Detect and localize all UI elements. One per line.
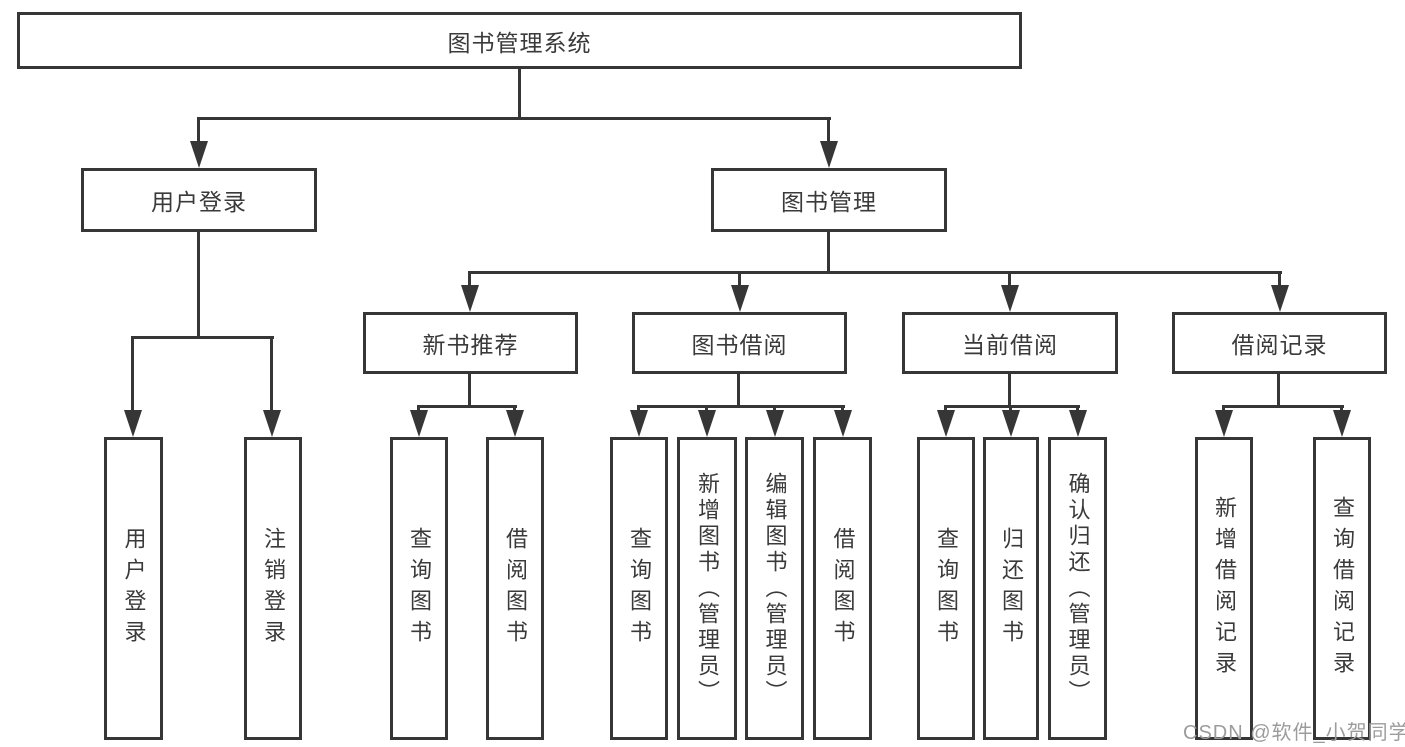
leaf-query-books-borrow-label: 查询图书 — [627, 526, 652, 651]
node-borrow-records-label: 借阅记录 — [1231, 332, 1328, 358]
connector-line — [197, 117, 200, 143]
node-borrow-records: 借阅记录 — [1172, 312, 1387, 374]
leaf-user-login: 用户登录 — [104, 437, 163, 740]
arrowhead-down-icon — [1215, 410, 1233, 437]
connector-line — [468, 271, 471, 287]
arrowhead-down-icon — [766, 410, 784, 437]
leaf-add-borrow-record-label: 新增借阅记录 — [1212, 495, 1237, 682]
leaf-confirm-return-admin: 确认归还（管理员） — [1048, 437, 1107, 740]
leaf-query-borrow-record-label: 查询借阅记录 — [1330, 495, 1355, 682]
arrowhead-down-icon — [461, 285, 479, 312]
leaf-query-books-recommend-label: 查询图书 — [407, 526, 432, 651]
connector-line — [944, 405, 1080, 408]
node-book-management: 图书管理 — [711, 168, 947, 232]
leaf-add-borrow-record: 新增借阅记录 — [1195, 437, 1253, 740]
connector-line — [1222, 405, 1225, 413]
leaf-query-books-current: 查询图书 — [917, 437, 975, 740]
connector-line — [738, 271, 741, 287]
node-library-system-label: 图书管理系统 — [447, 29, 592, 56]
connector-line — [1008, 374, 1011, 408]
arrowhead-down-icon — [937, 410, 955, 437]
connector-line — [197, 232, 200, 338]
connector-line — [705, 405, 708, 413]
connector-line — [1076, 405, 1079, 413]
connector-line — [270, 336, 273, 412]
leaf-borrow-books-recommend-label: 借阅图书 — [503, 526, 528, 651]
leaf-return-books: 归还图书 — [983, 437, 1039, 740]
node-book-management-label: 图书管理 — [781, 189, 877, 215]
connector-line — [417, 405, 420, 413]
leaf-borrow-books-label: 借阅图书 — [830, 526, 856, 651]
leaf-edit-books-admin-label: 编辑图书（管理员） — [762, 471, 788, 706]
node-book-borrow: 图书借阅 — [632, 312, 847, 374]
leaf-borrow-books-recommend: 借阅图书 — [486, 437, 544, 740]
arrowhead-down-icon — [1271, 285, 1289, 312]
arrowhead-down-icon — [506, 410, 524, 437]
connector-line — [468, 271, 1282, 274]
leaf-query-books-current-label: 查询图书 — [934, 526, 959, 651]
connector-line — [513, 405, 516, 413]
leaf-borrow-books: 借阅图书 — [813, 437, 872, 740]
connector-line — [827, 117, 830, 143]
connector-line — [1009, 405, 1012, 413]
arrowhead-down-icon — [124, 410, 142, 437]
connector-line — [1278, 271, 1281, 287]
leaf-logout: 注销登录 — [244, 437, 302, 740]
arrowhead-down-icon — [834, 410, 852, 437]
arrowhead-down-icon — [410, 410, 428, 437]
connector-line — [1222, 405, 1344, 408]
leaf-confirm-return-admin-label: 确认归还（管理员） — [1065, 471, 1091, 706]
arrowhead-down-icon — [1333, 410, 1351, 437]
node-new-book-recommend: 新书推荐 — [363, 312, 578, 374]
arrowhead-down-icon — [190, 141, 208, 168]
leaf-logout-label: 注销登录 — [261, 526, 286, 651]
arrowhead-down-icon — [820, 141, 838, 168]
connector-line — [468, 374, 471, 408]
connector-line — [131, 336, 134, 412]
node-current-borrow-label: 当前借阅 — [962, 332, 1058, 358]
arrowhead-down-icon — [263, 410, 281, 437]
leaf-user-login-label: 用户登录 — [121, 526, 147, 651]
arrowhead-down-icon — [1002, 410, 1020, 437]
node-current-borrow: 当前借阅 — [902, 312, 1118, 374]
node-user-login-label: 用户登录 — [151, 189, 247, 215]
node-library-system: 图书管理系统 — [17, 12, 1022, 69]
watermark: CSDN @软件_小贺同学 — [1183, 722, 1405, 744]
connector-line — [737, 374, 740, 408]
leaf-query-books-borrow: 查询图书 — [610, 437, 668, 740]
connector-line — [637, 405, 640, 413]
connector-line — [131, 336, 274, 339]
arrowhead-down-icon — [731, 285, 749, 312]
connector-line — [1277, 374, 1280, 408]
node-user-login: 用户登录 — [81, 168, 317, 232]
connector-line — [417, 405, 517, 408]
arrowhead-down-icon — [1069, 410, 1087, 437]
leaf-edit-books-admin: 编辑图书（管理员） — [745, 437, 804, 740]
connector-line — [827, 232, 830, 274]
connector-line — [518, 69, 521, 118]
connector-line — [1340, 405, 1343, 413]
connector-line — [841, 405, 844, 413]
leaf-add-books-admin-label: 新增图书（管理员） — [695, 471, 720, 706]
arrowhead-down-icon — [1001, 285, 1019, 312]
arrowhead-down-icon — [698, 410, 716, 437]
node-book-borrow-label: 图书借阅 — [691, 332, 788, 358]
connector-line — [1008, 271, 1011, 287]
leaf-query-borrow-record: 查询借阅记录 — [1313, 437, 1371, 740]
connector-line — [944, 405, 947, 413]
connector-line — [637, 405, 845, 408]
leaf-query-books-recommend: 查询图书 — [390, 437, 448, 740]
connector-line — [773, 405, 776, 413]
leaf-return-books-label: 归还图书 — [999, 526, 1024, 651]
node-new-book-recommend-label: 新书推荐 — [422, 332, 519, 358]
connector-line — [197, 117, 831, 120]
leaf-add-books-admin: 新增图书（管理员） — [677, 437, 737, 740]
arrowhead-down-icon — [630, 410, 648, 437]
